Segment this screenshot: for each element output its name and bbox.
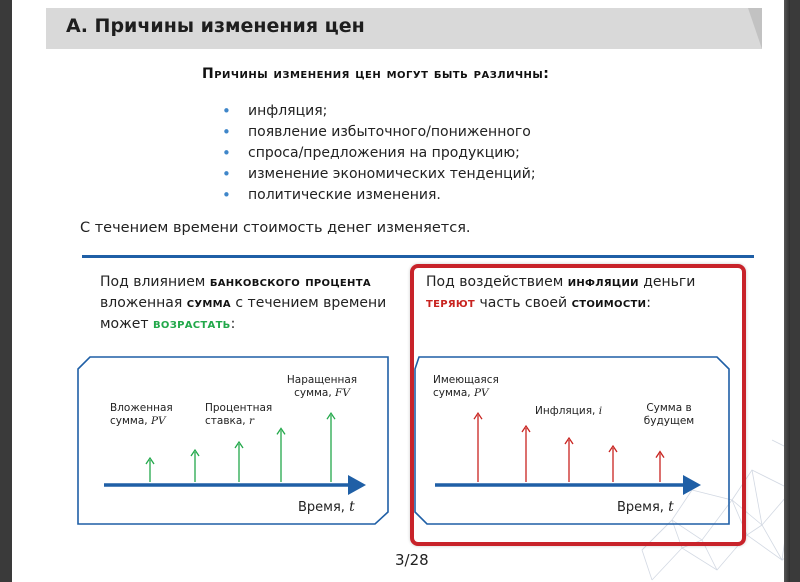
inflation-arrowhead-4	[608, 444, 618, 453]
diagram-frame	[77, 356, 389, 525]
subtitle: Причины изменения цен могут быть различн…	[202, 66, 550, 82]
inflation-arrowhead-2	[521, 424, 531, 433]
growth-arrowhead-5	[326, 412, 336, 420]
growth-arrowhead-1	[145, 456, 155, 465]
inflation-arrowhead-3	[564, 436, 574, 445]
right-panel-text: Под воздействием инфляции деньги теряют …	[426, 274, 696, 311]
list-item-continuation: спроса/предложения на продукцию;	[222, 143, 642, 164]
time-axis-arrowhead	[348, 475, 366, 495]
time-axis-arrowhead	[683, 475, 701, 495]
title-bar	[46, 8, 762, 49]
list-item: изменение экономических тенденций;	[222, 164, 642, 185]
growth-arrowhead-2	[190, 448, 200, 457]
money-value-sentence: С течением времени стоимость денег измен…	[80, 220, 471, 236]
time-axis-label: Время, t	[298, 499, 355, 515]
page-title: А. Причины изменения цен	[66, 15, 365, 37]
title-bar-fold	[748, 8, 762, 49]
page-shadow	[784, 0, 790, 582]
inflation-label: Инфляция, i	[535, 405, 603, 417]
inflation-arrowhead-5	[655, 450, 665, 458]
slide-page: А. Причины изменения цен Причины изменен…	[12, 0, 784, 582]
inflation-arrowhead-1	[473, 412, 483, 420]
time-axis-label: Время, t	[617, 499, 674, 515]
list-item: инфляция;	[222, 101, 642, 122]
list-item: политические изменения.	[222, 185, 642, 206]
keyword-sum: сумма	[186, 295, 231, 311]
list-item: появление избыточного/пониженного	[222, 122, 642, 143]
section-divider	[82, 255, 754, 258]
highlight-frame	[410, 264, 746, 546]
diagram-frame	[414, 356, 730, 525]
keyword-value: стоимости	[571, 295, 647, 311]
left-panel-text: Под влиянием банковского процента вложен…	[100, 274, 387, 332]
growth-arrowhead-4	[276, 427, 286, 435]
keyword-bank-interest: банковского процента	[209, 274, 371, 290]
keyword-increase: возрастать	[152, 316, 231, 332]
growth-arrowhead-3	[234, 440, 244, 449]
keyword-inflation: инфляции	[567, 274, 639, 290]
reasons-list: инфляция; появление избыточного/пониженн…	[222, 101, 642, 206]
keyword-lose: теряют	[426, 295, 476, 311]
page-number: 3/28	[395, 551, 429, 569]
